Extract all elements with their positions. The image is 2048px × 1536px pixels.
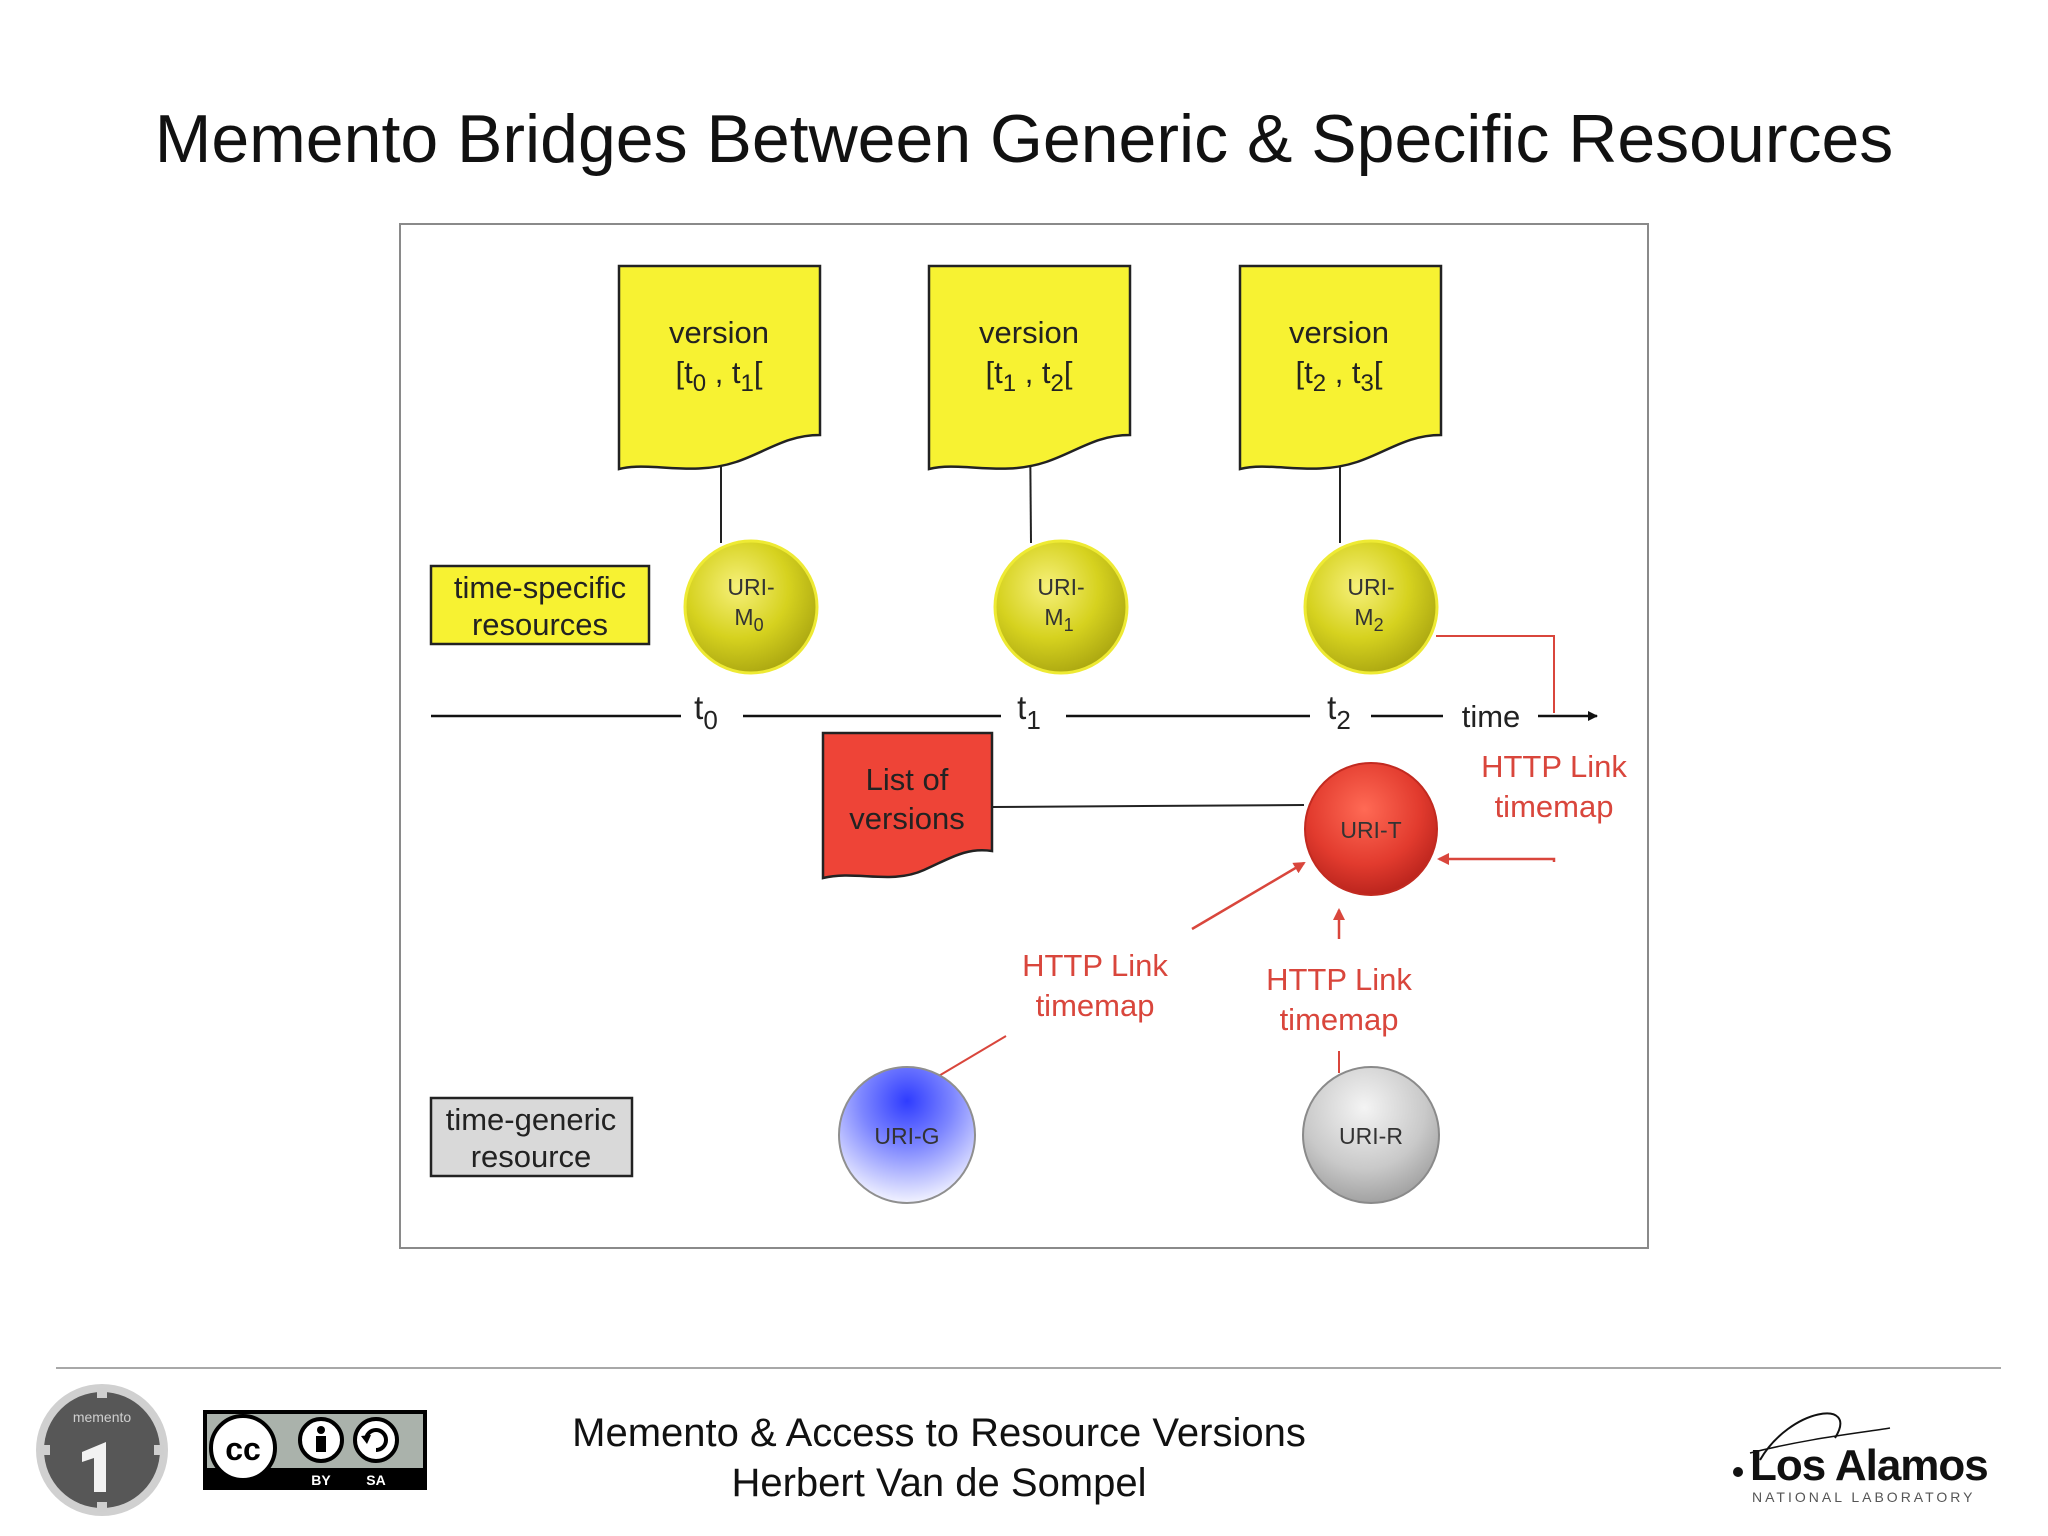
- svg-text:URI-G: URI-G: [874, 1123, 939, 1149]
- memento-uri-m1: URI- M1: [993, 539, 1129, 675]
- svg-text:HTTP Link: HTTP Link: [1266, 962, 1412, 997]
- http-link-label-r: HTTP Link timemap: [1266, 962, 1412, 1037]
- version-doc: version [t2 , t3[: [1238, 264, 1443, 471]
- svg-text:HTTP Link: HTTP Link: [1022, 948, 1168, 983]
- svg-text:URI-: URI-: [1037, 574, 1084, 600]
- svg-text:M1: M1: [1044, 604, 1073, 635]
- original-uri-r: URI-R: [1302, 1066, 1440, 1204]
- footer-caption: Memento & Access to Resource Versions He…: [474, 1408, 1404, 1508]
- svg-text:versions: versions: [849, 801, 964, 836]
- tick-t0: t0: [694, 689, 718, 735]
- svg-text:timemap: timemap: [1495, 789, 1614, 824]
- slide-title: Memento Bridges Between Generic & Specif…: [154, 101, 1894, 177]
- los-alamos-logo: Los Alamos NATIONAL LABORATORY: [1720, 1398, 2004, 1513]
- time-generic-label: time-generic resource: [429, 1096, 634, 1178]
- footer-line-2: Herbert Van de Sompel: [731, 1461, 1147, 1505]
- svg-text:timemap: timemap: [1280, 1002, 1399, 1037]
- svg-text:URI-R: URI-R: [1339, 1123, 1403, 1149]
- svg-text:URI-: URI-: [727, 574, 774, 600]
- svg-text:URI-: URI-: [1347, 574, 1394, 600]
- timemap-uri-t: URI-T: [1304, 762, 1438, 896]
- svg-text:BY: BY: [311, 1472, 331, 1488]
- version-interval: [t2 , t3[: [1295, 355, 1382, 397]
- diagram-canvas: version [t0 , t1[ version [t1 , t2[ vers…: [429, 264, 1627, 1204]
- version-doc: version [t0 , t1[: [617, 264, 822, 471]
- svg-text:timemap: timemap: [1036, 988, 1155, 1023]
- timeline: t0 t1 t2 time: [431, 689, 1598, 735]
- list-of-versions-doc: List of versions: [821, 731, 994, 880]
- version-doc: version [t1 , t2[: [927, 264, 1132, 471]
- svg-text:M2: M2: [1354, 604, 1383, 635]
- http-link-label-g: HTTP Link timemap: [1022, 948, 1168, 1023]
- time-axis-label: time: [1462, 699, 1521, 734]
- memento-diagram: version [t0 , t1[ version [t1 , t2[ vers…: [399, 223, 1649, 1249]
- http-link-label-m2: HTTP Link timemap: [1481, 749, 1627, 824]
- memento-uri-m0: URI- M0: [683, 539, 819, 675]
- svg-text:URI-T: URI-T: [1340, 817, 1401, 843]
- version-label: version: [979, 315, 1079, 350]
- svg-text:resource: resource: [471, 1139, 592, 1174]
- memento-logo: memento: [34, 1382, 170, 1523]
- tick-t2: t2: [1327, 689, 1351, 735]
- tick-t1: t1: [1017, 689, 1041, 735]
- version-interval: [t1 , t2[: [985, 355, 1072, 397]
- svg-text:Los Alamos: Los Alamos: [1750, 1441, 1988, 1490]
- svg-text:resources: resources: [472, 607, 608, 642]
- svg-text:time-specific: time-specific: [454, 570, 626, 605]
- version-label: version: [669, 315, 769, 350]
- version-label: version: [1289, 315, 1389, 350]
- svg-text:time-generic: time-generic: [446, 1102, 617, 1137]
- svg-text:M0: M0: [734, 604, 763, 635]
- footer-divider: [56, 1367, 2001, 1369]
- svg-text:List of: List of: [866, 762, 949, 797]
- time-specific-label: time-specific resources: [429, 564, 651, 646]
- version-interval: [t0 , t1[: [675, 355, 762, 397]
- svg-text:NATIONAL LABORATORY: NATIONAL LABORATORY: [1752, 1489, 1976, 1505]
- generic-uri-g: URI-G: [838, 1066, 976, 1204]
- svg-text:SA: SA: [366, 1472, 385, 1488]
- memento-uri-m2: URI- M2: [1303, 539, 1439, 675]
- svg-text:memento: memento: [73, 1409, 132, 1425]
- svg-text:HTTP Link: HTTP Link: [1481, 749, 1627, 784]
- footer-line-1: Memento & Access to Resource Versions: [572, 1411, 1306, 1455]
- svg-text:cc: cc: [225, 1431, 261, 1467]
- cc-by-sa-badge[interactable]: cc BY SA: [203, 1410, 427, 1495]
